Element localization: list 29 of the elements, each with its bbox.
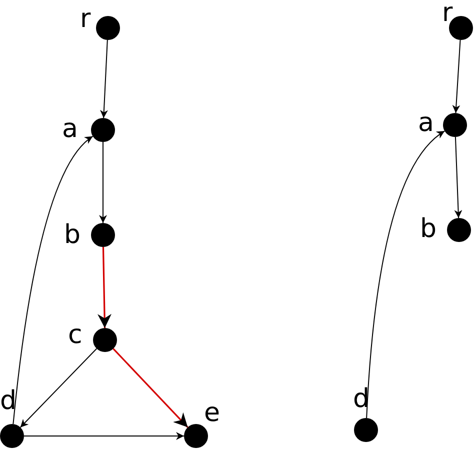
vertex-dot: [93, 328, 117, 352]
vertex-dot: [96, 16, 120, 40]
vertex-dot: [0, 424, 24, 448]
arrow: [12, 136, 94, 425]
arrow: [99, 142, 107, 224]
vertex-label: a: [418, 110, 434, 136]
vertex-label: b: [420, 216, 437, 242]
arrow: [454, 136, 462, 218]
vertex-label: a: [62, 116, 78, 142]
vertex-dot: [443, 113, 467, 137]
vertex-label: r: [80, 6, 91, 32]
vertex-dot: [91, 223, 115, 247]
vertex-dot: [354, 418, 378, 442]
arrow: [98, 246, 112, 328]
vertex-dot: [91, 118, 115, 142]
vertex-label: e: [204, 400, 220, 426]
vertex-dot: [447, 218, 471, 242]
vertex-label: d: [0, 388, 17, 414]
arrow: [112, 348, 188, 428]
arrow: [24, 432, 184, 440]
vertex-label: r: [442, 0, 453, 26]
vertex-dot: [184, 424, 208, 448]
arrow: [100, 39, 108, 119]
arrow: [452, 39, 461, 114]
vertex-label: c: [68, 322, 82, 348]
vertex-label: b: [64, 222, 81, 248]
arrow: [366, 130, 446, 419]
vertex-label: d: [353, 386, 370, 412]
arrow: [20, 348, 98, 428]
